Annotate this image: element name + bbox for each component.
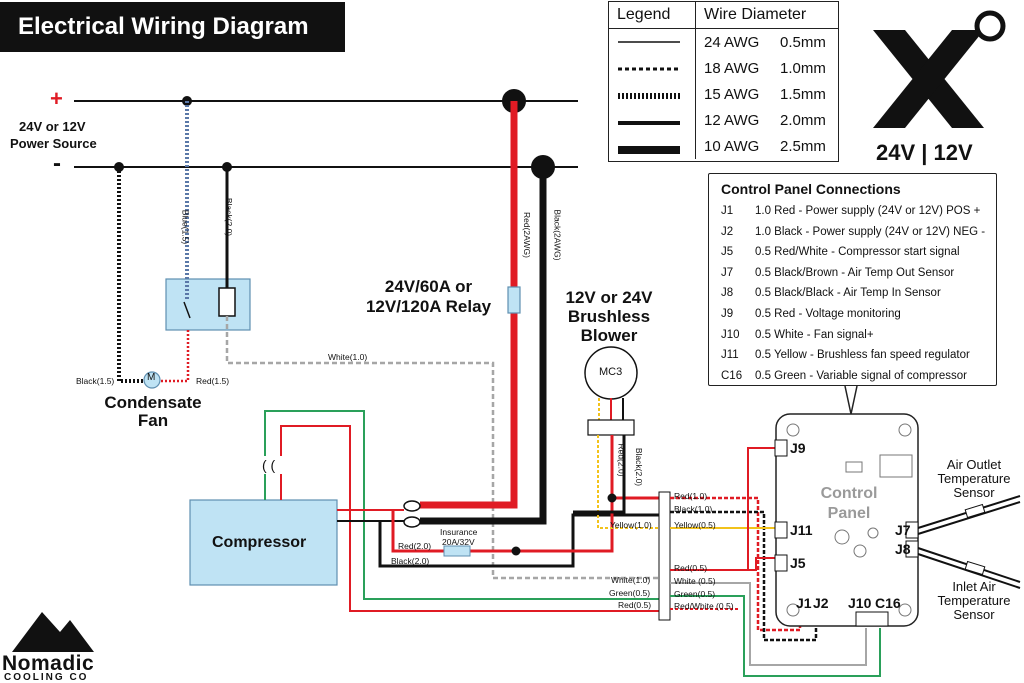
blower-motor-label: MC3 bbox=[599, 366, 623, 378]
plus-sign: + bbox=[50, 86, 63, 111]
svg-text:( (: ( ( bbox=[262, 457, 276, 473]
pin-c16: C16 bbox=[875, 595, 901, 611]
compressor-label: Compressor bbox=[212, 534, 307, 551]
pin-j1: J1 bbox=[796, 595, 812, 611]
connections-title: Control Panel Connections bbox=[721, 181, 901, 197]
company-name: Nomadic bbox=[2, 652, 95, 675]
wire-label: White(1.0) bbox=[328, 352, 368, 362]
nomadic-logo bbox=[12, 612, 94, 652]
pin-j11: J11 bbox=[790, 522, 813, 538]
pin-j5: J5 bbox=[790, 555, 806, 571]
legend-awg: 10 AWG bbox=[704, 137, 760, 155]
pin-j7: J7 bbox=[895, 522, 911, 538]
legend-mm: 1.0mm bbox=[780, 59, 826, 77]
legend-mm: 0.5mm bbox=[780, 33, 826, 51]
wire-label: Red(2.0) bbox=[398, 541, 432, 551]
wire-label: Red(2.0) bbox=[616, 443, 627, 477]
wire-label: Black(2AWG) bbox=[552, 209, 563, 261]
wire-label: Yellow(1.0) bbox=[610, 520, 652, 530]
legend-header-diameter: Wire Diameter bbox=[695, 2, 838, 29]
page-title: Electrical Wiring Diagram bbox=[0, 2, 345, 52]
wire-label: White (0.5) bbox=[674, 576, 716, 586]
insurance-rating: 20A/32V bbox=[442, 537, 475, 547]
legend-table: Legend Wire Diameter 24 AWG 0.5mm 18 AWG 1… bbox=[608, 1, 839, 162]
control-panel-board bbox=[774, 385, 919, 627]
brand-voltage: 24V | 12V bbox=[876, 140, 973, 165]
legend-mm: 2.0mm bbox=[780, 111, 826, 129]
fan-wires bbox=[117, 101, 670, 580]
pin-j9: J9 bbox=[790, 440, 806, 456]
wire-label: Red(1.5) bbox=[196, 376, 230, 386]
wire-label: Black(1.0) bbox=[674, 504, 713, 514]
wire-label: Black(2.0) bbox=[634, 447, 645, 487]
wire-label: Red(0.5) bbox=[674, 563, 708, 573]
terminal-strip bbox=[658, 491, 671, 621]
minus-sign: - bbox=[53, 150, 61, 177]
main-power-wires bbox=[403, 101, 547, 528]
legend-awg: 18 AWG bbox=[704, 59, 760, 77]
pin-j10: J10 bbox=[848, 595, 872, 611]
sensor-wires bbox=[917, 495, 1021, 589]
compressor-wires: ( ( bbox=[258, 410, 670, 612]
wire-label: Green(0.5) bbox=[674, 589, 716, 599]
blower bbox=[573, 346, 670, 529]
wire-label: Black(1.5) bbox=[76, 376, 115, 386]
wire-label: Red(0.5) bbox=[618, 600, 652, 610]
company-sub: COOLING CO bbox=[4, 672, 89, 683]
pin-j8: J8 bbox=[895, 541, 911, 557]
compressor-box bbox=[189, 499, 338, 586]
power-source-label: 24V or 12V bbox=[19, 119, 86, 134]
wire-label: Green(0.5) bbox=[609, 588, 651, 598]
legend-awg: 15 AWG bbox=[704, 85, 760, 103]
wire-label: Blue(1.5) bbox=[180, 209, 191, 245]
legend-awg: 12 AWG bbox=[704, 111, 760, 129]
wire-label: Black(2.0) bbox=[224, 197, 235, 237]
legend-mm: 1.5mm bbox=[780, 85, 826, 103]
wire-label: Red(2AWG) bbox=[521, 212, 532, 258]
wire-label: Yellow(0.5) bbox=[674, 520, 716, 530]
pin-j2: J2 bbox=[813, 595, 829, 611]
fan-motor-label: M bbox=[147, 372, 156, 383]
wire-label: Red/White (0.5) bbox=[674, 601, 734, 611]
fan-relay-box bbox=[165, 278, 251, 331]
legend-mm: 2.5mm bbox=[780, 137, 826, 155]
wire-label: Black(2.0) bbox=[391, 556, 430, 566]
wire-label: White(1.0) bbox=[611, 575, 651, 585]
wire-label: Red(1.0) bbox=[674, 491, 708, 501]
insurance-label: Insurance bbox=[440, 527, 478, 537]
legend-awg: 24 AWG bbox=[704, 33, 760, 51]
power-source-label: Power Source bbox=[10, 136, 97, 151]
power-rails bbox=[74, 89, 578, 179]
legend-header: Legend bbox=[609, 2, 696, 29]
x3-logo bbox=[873, 10, 1006, 128]
